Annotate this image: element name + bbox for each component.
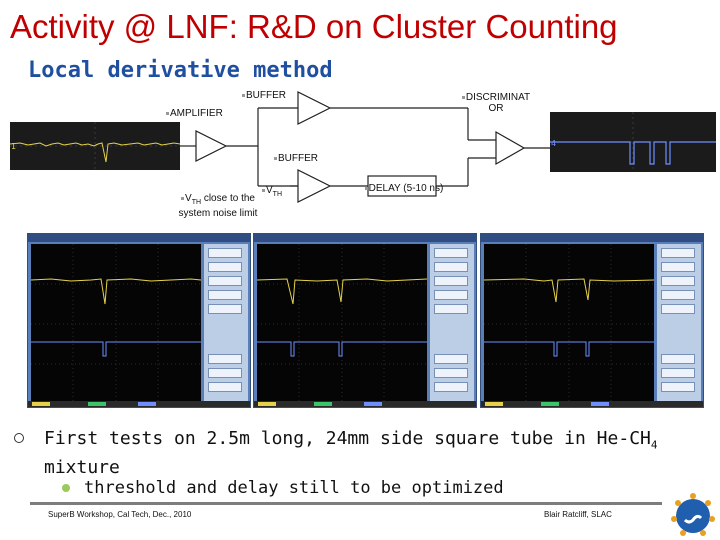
bullet-sub: threshold and delay still to be optimize… (62, 478, 504, 498)
delay-label: DELAY (5-10 ns) (364, 183, 444, 194)
superb-logo-icon (671, 493, 715, 536)
oscilloscope-window-2 (253, 233, 477, 408)
output-scope-trace: 4 (550, 112, 716, 172)
vth-note-label: VTH close to the system noise limit (178, 193, 258, 219)
green-dot-icon (62, 484, 70, 492)
buffer-top-triangle (297, 91, 332, 125)
bullet-main: First tests on 2.5m long, 24mm side squa… (14, 428, 674, 479)
input-signal-line (10, 142, 180, 163)
output-pulse-line (550, 141, 716, 165)
vth-label: VTH (262, 185, 282, 198)
circuit-diagram (180, 91, 550, 203)
svg-text:4: 4 (551, 139, 556, 148)
footer-divider (30, 502, 662, 505)
slide-subtitle: Local derivative method (28, 58, 333, 83)
buffer-top-label: BUFFER (242, 90, 286, 101)
slide-title: Activity @ LNF: R&D on Cluster Counting (10, 8, 618, 45)
scope-screen-3 (484, 244, 654, 402)
buffer-bottom-triangle (297, 169, 332, 203)
discriminator-triangle (495, 130, 526, 166)
discriminator-label: DISCRIMINAT OR (456, 92, 536, 114)
footer-left-text: SuperB Workshop, Cal Tech, Dec., 2010 (48, 510, 192, 519)
delay-box (367, 175, 437, 197)
oscilloscope-window-1 (27, 233, 251, 408)
input-scope-trace: 1 (10, 122, 180, 170)
footer-right-text: Blair Ratcliff, SLAC (544, 510, 612, 519)
svg-text:1: 1 (11, 142, 16, 151)
amplifier-label: AMPLIFIER (166, 108, 223, 119)
scope-screen-1 (31, 244, 201, 402)
buffer-bottom-label: BUFFER (274, 153, 318, 164)
scope-screen-2 (257, 244, 427, 402)
oscilloscope-window-3 (480, 233, 704, 408)
amplifier-triangle (195, 130, 228, 162)
hollow-circle-icon (14, 433, 24, 443)
